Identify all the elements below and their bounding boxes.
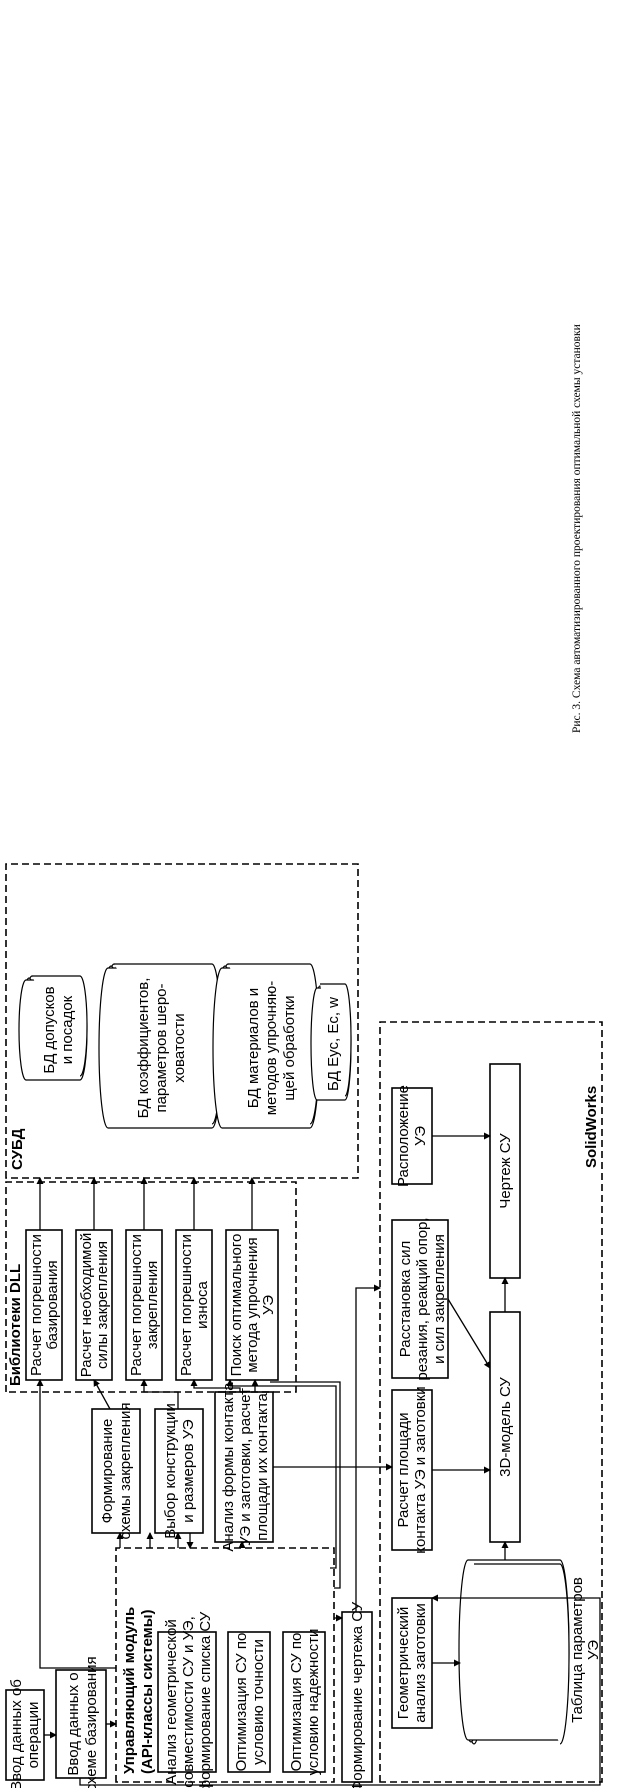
solidworks-title: SolidWorks [583,1086,600,1168]
svg-text:Геометрическийанализ заготовки: Геометрическийанализ заготовки [395,1603,429,1722]
sw-forces-box: Расстановка силрезания, реакций опор,и с… [391,1217,449,1381]
db-moduli-cylinder: БД Eус, Eс, w [310,983,352,1101]
db-materials-cylinder: БД материалов иметодов упрочняю-щей обра… [212,963,320,1129]
svg-text:Ввод данных обоперации: Ввод данных обоперации [8,1679,42,1788]
dll-hardening: Поиск оптимальногометода упрочненияУЭ [225,1229,279,1381]
select-design-box: Выбор конструкциии размеров УЭ [154,1403,204,1539]
svg-text:Управляющий модуль(API-классы: Управляющий модуль(API-классы системы) [121,1607,156,1774]
svg-text:Расчет погрешностиизноса: Расчет погрешностиизноса [178,1234,211,1376]
input-basing-scheme: Ввод данных осхеме базирования [55,1656,107,1788]
svg-text:БД Eус, Eс, w: БД Eус, Eс, w [325,997,342,1091]
svg-text:БД допускови посадок: БД допускови посадок [41,986,76,1073]
svg-text:3D-модель СУ: 3D-модель СУ [497,1377,514,1477]
svg-text:Выбор конструкциии размеров УЭ: Выбор конструкциии размеров УЭ [162,1403,197,1539]
sw-contact-area-box: Расчет площадиконтакта УЭ и заготовки [391,1386,433,1554]
dbms-title: СУБД [9,1128,26,1170]
svg-text:БД коэффициентов,параметров ше: БД коэффициентов,параметров шеро-ховатос… [135,978,188,1119]
sw-drawing-box: Чертеж СУ [489,1063,521,1279]
db-coefficients-cylinder: БД коэффициентов,параметров шеро-ховатос… [98,963,222,1129]
input-operation: Ввод данных обоперации [5,1679,45,1788]
dll-basing-error: Расчет погрешностибазирования [25,1229,63,1381]
solidworks-group: SolidWorks Геометрическийанализ заготовк… [379,1021,603,1783]
svg-text:Чертеж СУ: Чертеж СУ [497,1133,514,1209]
svg-text:Ввод данных осхеме базирования: Ввод данных осхеме базирования [65,1656,100,1788]
dll-group: Библиотеки DLL Расчет погрешностибазиров… [5,1181,297,1393]
figure-caption: Рис. 3. Схема автоматизированного проект… [571,324,583,733]
sw-geom-analysis-box: Геометрическийанализ заготовки [391,1597,433,1729]
opt-accuracy-box: Оптимизация СУ поусловию точности [227,1631,271,1773]
drawing-form-box: Формирование чертежа СУ [341,1601,373,1788]
sw-placement-box: РасположениеУЭ [391,1085,433,1187]
svg-text:Поиск оптимальногометода упроч: Поиск оптимальногометода упрочненияУЭ [228,1234,277,1377]
svg-text:Анализ геометрическойсовместим: Анализ геометрическойсовместимости СУ и … [163,1611,214,1788]
dbms-group: СУБД БД допускови посадок БД коэффициент… [5,863,359,1179]
svg-text:Оптимизация СУ поусловию надеж: Оптимизация СУ поусловию надежности [288,1629,322,1776]
svg-text:Расстановка силрезания, реакци: Расстановка силрезания, реакций опор,и с… [397,1217,448,1380]
svg-text:Анализ формы контактаУЭ и заго: Анализ формы контактаУЭ и заготовки, рас… [220,1382,271,1552]
svg-text:Расчет необходимойсилы закрепл: Расчет необходимойсилы закрепления [78,1233,111,1377]
connectors [36,1132,601,1786]
svg-text:Таблица параметровУЭ: Таблица параметровУЭ [569,1577,602,1723]
contact-analysis-box: Анализ формы контактаУЭ и заготовки, рас… [214,1382,274,1552]
control-module: Управляющий модуль(API-классы системы) А… [115,1547,335,1788]
svg-text:Оптимизация СУ поусловию точно: Оптимизация СУ поусловию точности [233,1633,267,1772]
svg-text:Расчет погрешностизакрепления: Расчет погрешностизакрепления [128,1234,161,1376]
svg-text:Формирование чертежа СУ: Формирование чертежа СУ [349,1601,366,1788]
dll-wear-error: Расчет погрешностиизноса [175,1229,213,1381]
sw-model3d-box: 3D-модель СУ [489,1311,521,1543]
db-tolerances-cylinder: БД допускови посадок [18,975,88,1081]
svg-text:Расчет площадиконтакта УЭ и за: Расчет площадиконтакта УЭ и заготовки [395,1386,429,1553]
compat-analysis-box: Анализ геометрическойсовместимости СУ и … [157,1611,217,1788]
clamp-scheme-box: Формированиесхемы закрепления [91,1403,141,1540]
svg-text:БД материалов иметодов упрочня: БД материалов иметодов упрочняю-щей обра… [245,981,298,1116]
db-element-params-cylinder: Таблица параметровУЭ [458,1559,602,1745]
svg-text:Расчет погрешностибазирования: Расчет погрешностибазирования [28,1234,61,1376]
svg-text:РасположениеУЭ: РасположениеУЭ [395,1085,429,1187]
dll-clamp-error: Расчет погрешностизакрепления [125,1229,163,1381]
dll-title: Библиотеки DLL [7,1264,24,1386]
svg-text:Формированиесхемы закрепления: Формированиесхемы закрепления [99,1403,134,1540]
opt-reliability-box: Оптимизация СУ поусловию надежности [282,1629,326,1776]
control-module-title: Управляющий модуль [121,1607,138,1774]
dll-clamp-force: Расчет необходимойсилы закрепления [75,1229,113,1381]
